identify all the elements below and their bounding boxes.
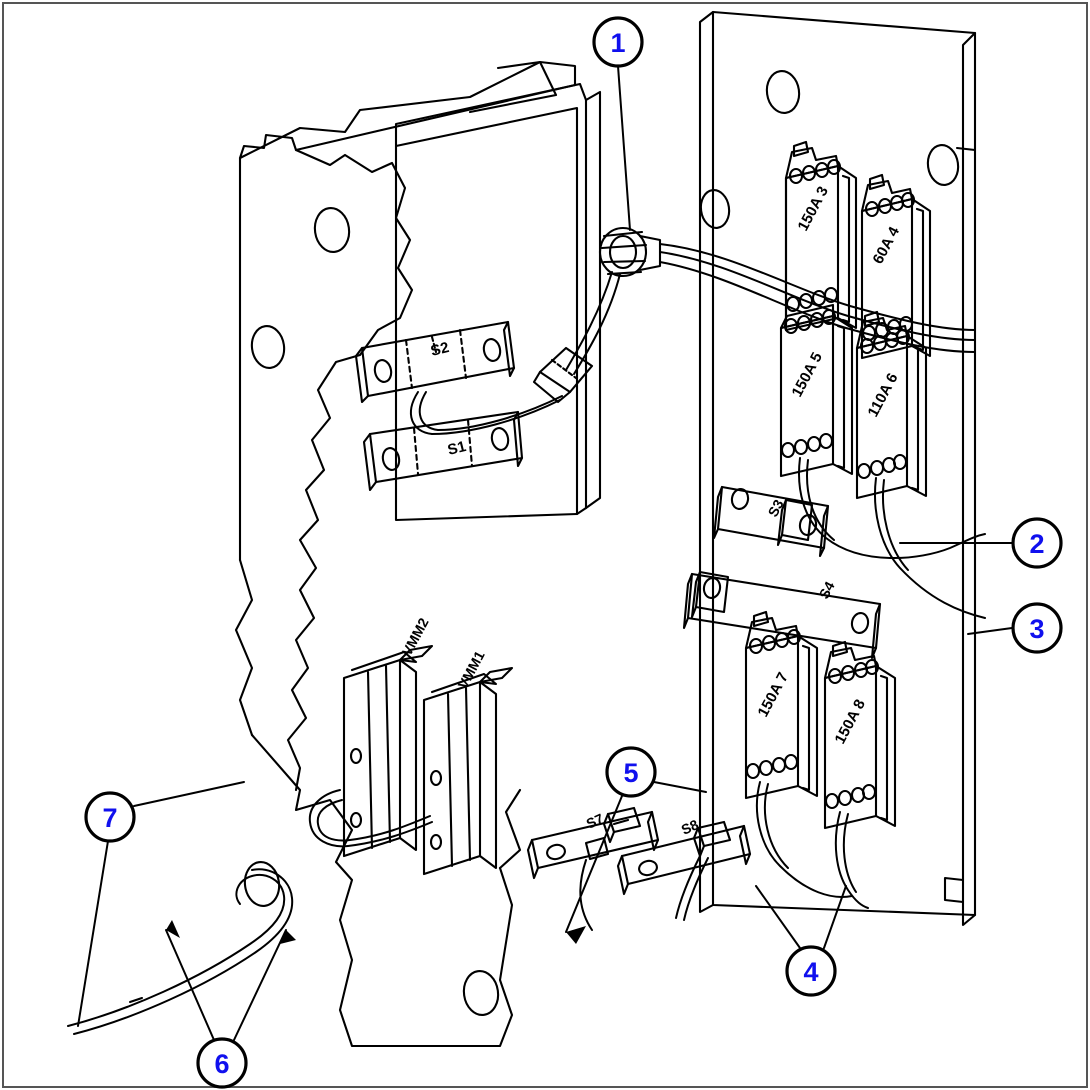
shunt-bar-s7 — [526, 806, 660, 880]
panel-mounting-holes — [699, 70, 960, 229]
callout-3-label: 3 — [1029, 614, 1044, 644]
breaker-terminal-row-top — [827, 658, 880, 685]
callout-1-label: 1 — [610, 28, 625, 58]
shunt-label-s3: S3 — [765, 497, 787, 520]
shunt-labels: S1 S2 S3 S4 S7 S8 — [429, 339, 838, 838]
callout-leader-lines — [77, 65, 1013, 1041]
vmm-mounting-tabs — [398, 644, 514, 684]
breaker-150a-5 — [779, 303, 854, 478]
front-cabinet-panel — [234, 60, 577, 1048]
breaker-jumper-cables-lower — [579, 781, 869, 931]
breaker-150a-8 — [823, 640, 897, 830]
shunt-bar-s1 — [362, 410, 524, 492]
breaker-terminal-row-top — [864, 191, 916, 218]
breaker-150a-7 — [744, 610, 819, 800]
breaker-110a-6 — [855, 310, 928, 500]
center-upright-post — [394, 60, 602, 522]
breaker-terminal-row-bottom — [780, 432, 834, 459]
breaker-terminal-row-bottom — [824, 783, 877, 810]
torn-edge-break-line — [286, 148, 414, 792]
shunt-label-s4: S4 — [816, 579, 838, 602]
breaker-terminal-row-bottom — [856, 453, 908, 480]
callout-2-label: 2 — [1029, 529, 1044, 559]
breaker-terminal-row-top — [788, 158, 842, 185]
shunt-bar-s3 — [712, 485, 830, 558]
callout-6-label: 6 — [214, 1049, 229, 1079]
shunt-label-s7: S7 — [584, 810, 606, 832]
breaker-terminal-row-top — [783, 308, 837, 335]
shunt-bar-s4 — [682, 570, 882, 660]
wire-drop-to-plug — [565, 271, 621, 375]
vmm-module-1 — [422, 672, 498, 876]
callout-2[interactable]: 2 — [1011, 517, 1063, 569]
jumper-cable-s1-s2 — [409, 391, 563, 435]
breaker-jumper-cables-mid — [798, 457, 986, 619]
shunt-bar-s2 — [354, 320, 516, 404]
callout-7[interactable]: 7 — [84, 791, 136, 843]
shunt-label-s8: S8 — [679, 816, 701, 838]
callout-6[interactable]: 6 — [196, 1037, 248, 1089]
vmm-cable — [308, 789, 433, 848]
lower-left-cable — [67, 868, 294, 1035]
leader-arrowheads — [166, 920, 586, 944]
callout-3[interactable]: 3 — [1011, 602, 1063, 654]
rear-mounting-panel — [698, 10, 977, 927]
vmm-module-2 — [342, 650, 418, 858]
breaker-terminal-row-bottom — [785, 286, 839, 313]
shunt-label-s1: S1 — [446, 438, 468, 459]
shunt-bar-s8 — [584, 820, 752, 896]
callout-4[interactable]: 4 — [785, 945, 837, 997]
callout-7-label: 7 — [102, 803, 117, 833]
callout-5[interactable]: 5 — [605, 746, 657, 798]
breaker-terminal-row-bottom — [745, 753, 799, 780]
callout-5-label: 5 — [623, 758, 638, 788]
inline-plug — [532, 346, 594, 404]
breaker-terminal-row-top — [748, 628, 802, 655]
callout-4-label: 4 — [803, 957, 818, 987]
callout-1[interactable]: 1 — [592, 16, 644, 68]
front-panel-holes — [243, 207, 500, 1016]
breaker-terminal-row-top — [859, 328, 911, 355]
shunt-label-s2: S2 — [429, 339, 451, 360]
